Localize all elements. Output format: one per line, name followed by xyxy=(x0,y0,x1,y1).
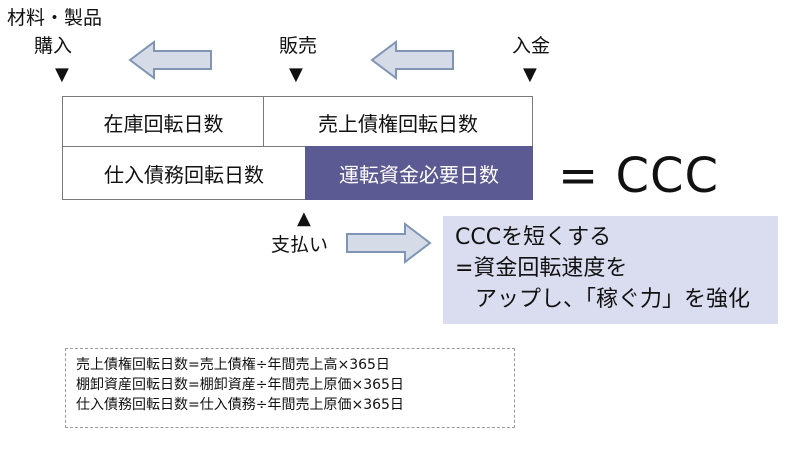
ccc-equation: = CCC xyxy=(558,148,720,204)
inventory-days-cell: 在庫回転日数 xyxy=(62,96,265,148)
left-arrow-icon xyxy=(128,40,212,80)
ccc-note: CCCを短くする =資金回転速度を アップし、「稼ぐ力」を強化 xyxy=(443,216,778,324)
note-line-3: アップし、「稼ぐ力」を強化 xyxy=(475,287,751,312)
receipt-marker: ▼ xyxy=(523,64,537,85)
sales-marker: ▼ xyxy=(289,64,303,85)
sales-label: 販売 xyxy=(279,35,318,57)
payables-days-cell: 仕入債務回転日数 xyxy=(62,146,306,200)
receivables-days-cell: 売上債権回転日数 xyxy=(263,96,533,148)
left-arrow-icon xyxy=(370,40,454,80)
payment-marker: ▲ xyxy=(297,208,311,229)
formula-inventory: 棚卸資産回転日数=棚卸資産÷年間売上原価×365日 xyxy=(76,377,404,393)
note-line-2: =資金回転速度を xyxy=(455,256,628,281)
formula-payables: 仕入債務回転日数=仕入債務÷年間売上原価×365日 xyxy=(76,397,404,413)
note-line-1: CCCを短くする xyxy=(455,225,612,250)
formula-box: 売上債権回転日数=売上債権÷年間売上高×365日 棚卸資産回転日数=棚卸資産÷年… xyxy=(65,348,515,428)
purchase-label: 購入 xyxy=(34,35,73,57)
purchase-marker: ▼ xyxy=(55,64,69,85)
formula-receivables: 売上債権回転日数=売上債権÷年間売上高×365日 xyxy=(76,357,390,373)
payment-label: 支払い xyxy=(271,234,329,256)
working-capital-days-cell: 運転資金必要日数 xyxy=(305,146,533,200)
right-arrow-icon xyxy=(346,222,432,264)
materials-label: 材料・製品 xyxy=(7,7,103,29)
receipt-label: 入金 xyxy=(512,35,551,57)
